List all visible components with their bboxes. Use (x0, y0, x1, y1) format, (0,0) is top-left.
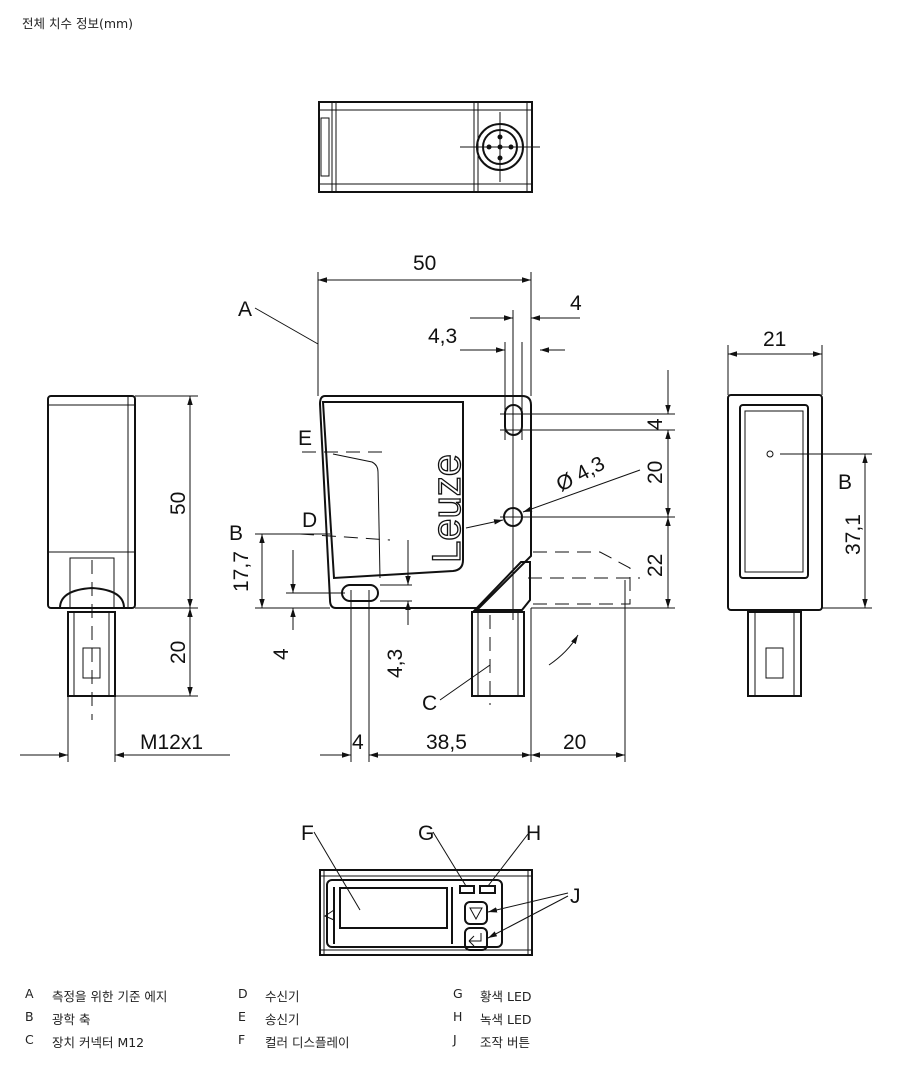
callout-g: G (418, 822, 434, 845)
color-display (339, 887, 448, 929)
dim-side-21: 21 (763, 328, 786, 351)
dim-left-20: 20 (167, 641, 190, 664)
dim-width-50: 50 (413, 252, 436, 275)
callout-d: D (302, 509, 317, 532)
dim-4-3-top: 4,3 (428, 325, 457, 348)
m12-connector-face (460, 112, 540, 182)
yellow-led (459, 885, 475, 894)
display-view: F G H J (301, 822, 581, 956)
callout-a: A (238, 298, 252, 321)
front-view: Leuze 50 4 4,3 4 20 2 (229, 252, 675, 762)
callout-h: H (526, 822, 541, 845)
brand-logo: Leuze (425, 454, 469, 563)
callout-e: E (298, 427, 312, 450)
dim-bottom-4: 4 (352, 731, 364, 754)
drawing-title: 전체 치수 정보(mm) (22, 16, 134, 31)
callout-b-side: B (838, 471, 852, 494)
right-side-view: 21 B 37,1 (727, 328, 872, 697)
dim-right-20: 20 (644, 461, 667, 484)
callout-f: F (301, 822, 314, 845)
dim-bottom-38-5: 38,5 (426, 731, 467, 754)
callout-c: C (422, 692, 437, 715)
dim-left-50: 50 (167, 492, 190, 515)
dim-4-3-bottom: 4,3 (384, 649, 407, 678)
left-side-view: 50 20 M12x1 (20, 395, 230, 762)
enter-button (464, 927, 488, 951)
dim-4-top: 4 (570, 292, 582, 315)
callout-b: B (229, 522, 243, 545)
green-led (479, 885, 496, 894)
dim-hole-diameter: Ø 4,3 (553, 452, 609, 496)
dim-4-left: 4 (270, 648, 293, 660)
dim-17-7: 17,7 (230, 551, 253, 592)
callout-j: J (570, 885, 581, 908)
dim-right-4: 4 (644, 418, 667, 430)
dim-thread-m12: M12x1 (140, 731, 203, 754)
top-view (318, 101, 540, 193)
dim-right-22: 22 (644, 554, 667, 577)
dim-side-37-1: 37,1 (842, 514, 865, 555)
dim-bottom-20: 20 (563, 731, 586, 754)
down-button (464, 901, 488, 925)
